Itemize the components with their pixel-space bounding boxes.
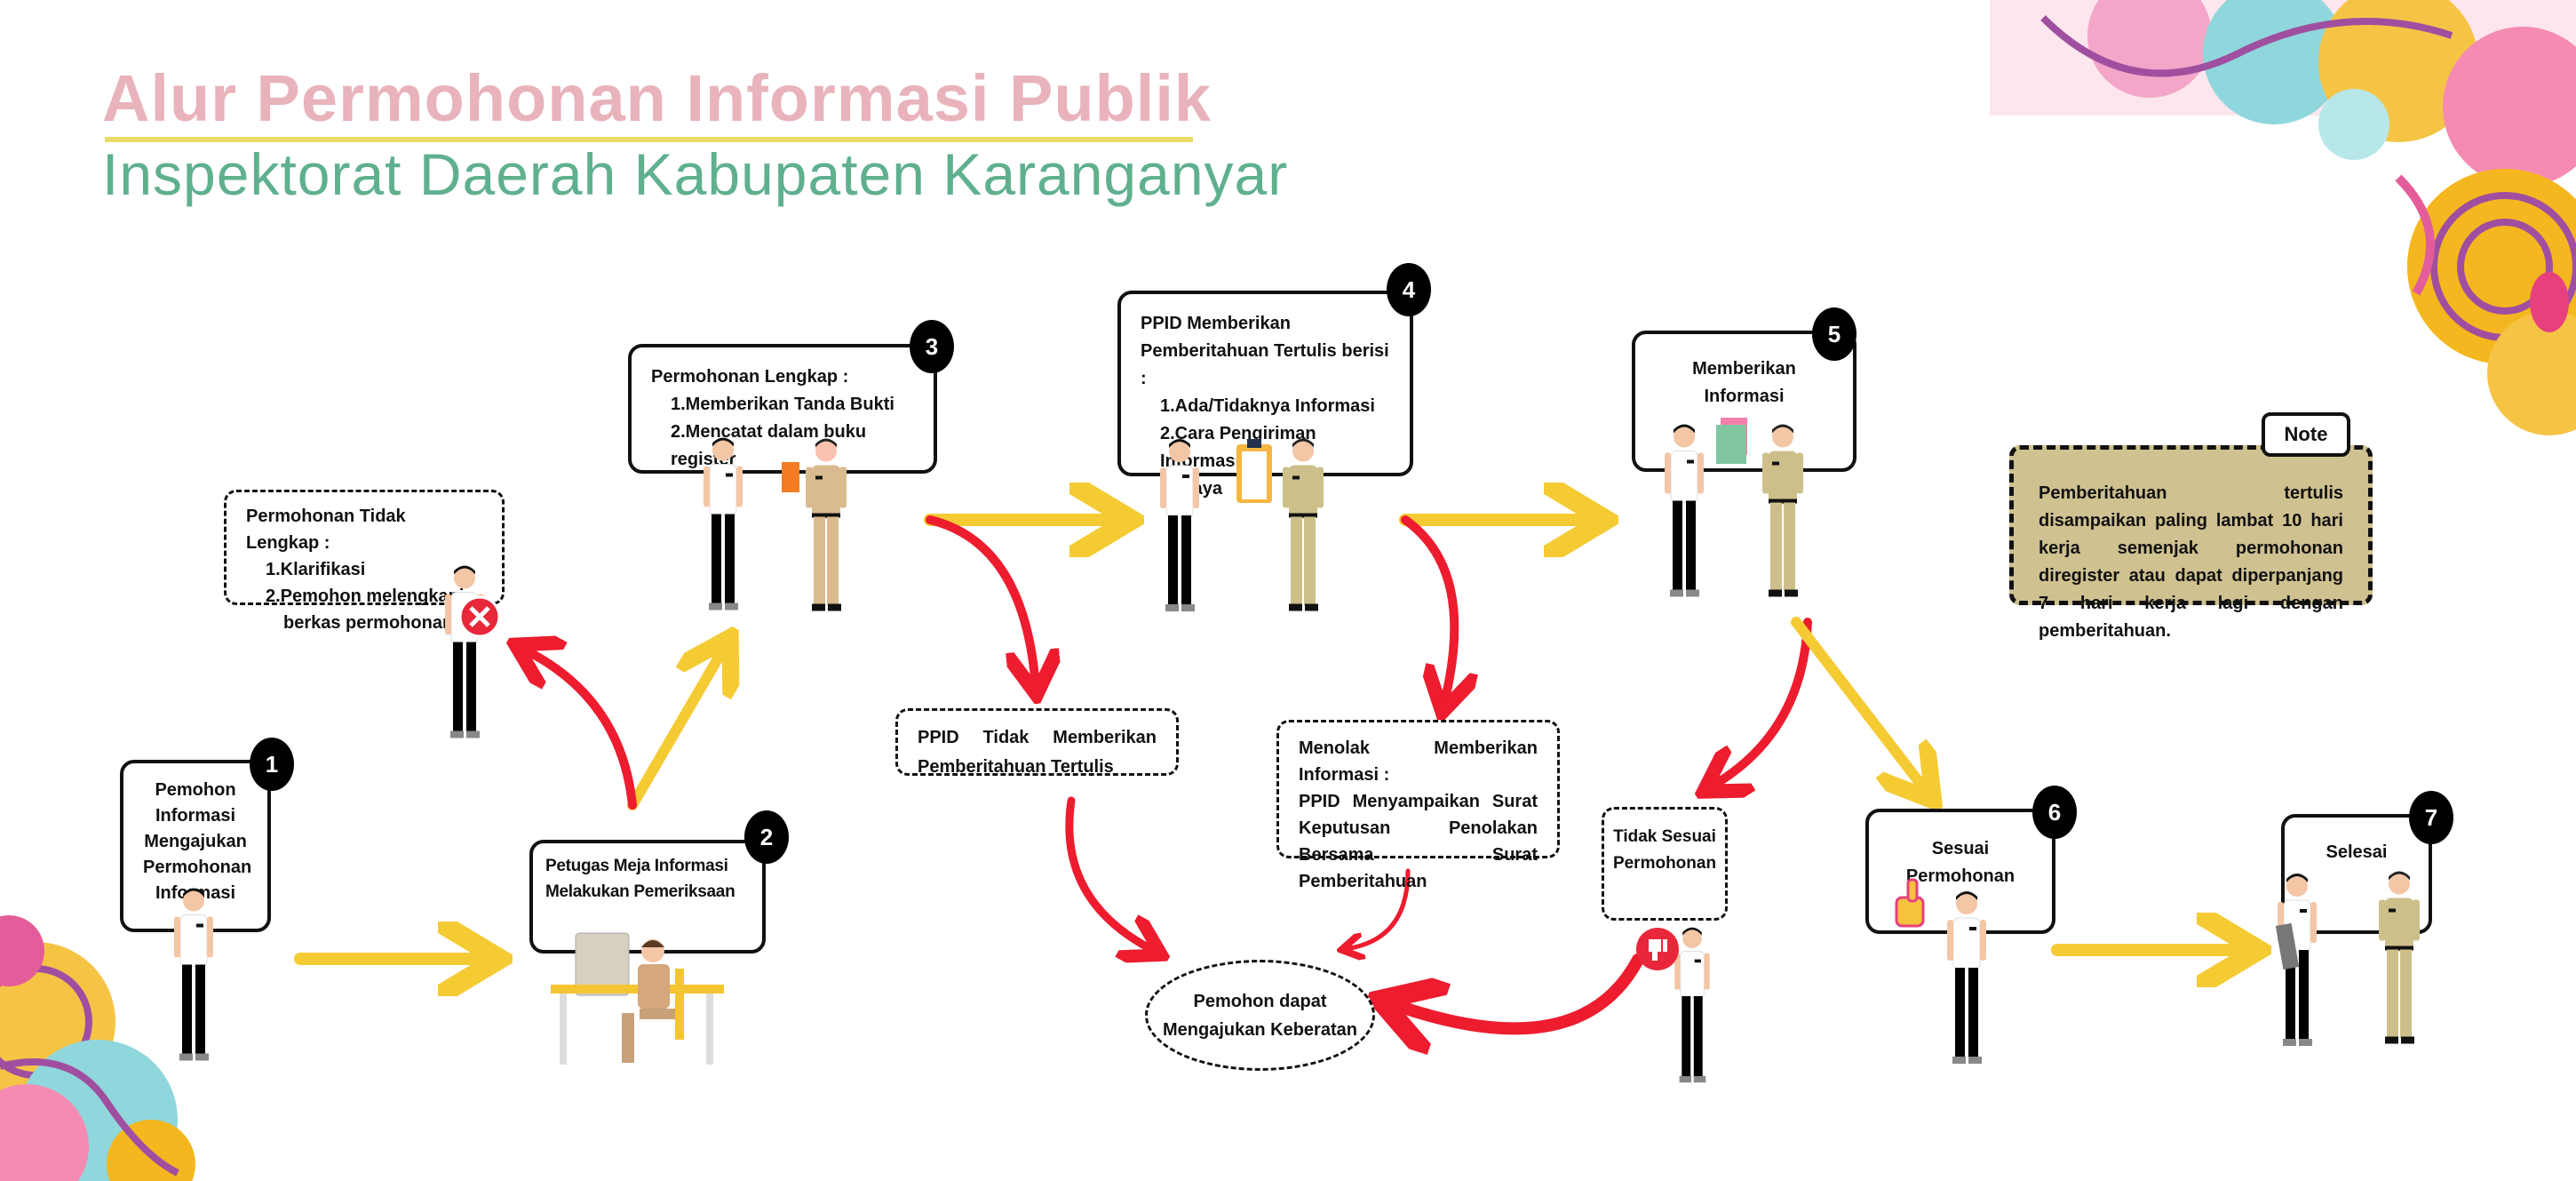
applicant-person-icon <box>444 564 485 739</box>
reject-x-icon <box>458 595 501 638</box>
branch-text: Permohonan <box>1612 854 1717 874</box>
page-title: Alur Permohonan Informasi Publik <box>102 61 1212 135</box>
step-3-badge: 3 <box>910 320 954 373</box>
document-icon <box>782 462 799 492</box>
step-1-badge: 1 <box>250 738 294 791</box>
arrow-5-to-tidak-sesuai <box>1719 618 1812 782</box>
step-text: Pemohon <box>155 780 236 800</box>
step-text: Mengajukan <box>144 832 247 851</box>
arrow-4-to-menolak <box>1401 515 1454 695</box>
step-text: Memberikan <box>1692 359 1796 379</box>
applicant-person-icon <box>173 887 214 1062</box>
top-right-ornament-icon <box>1990 0 2576 435</box>
step-3-box: Permohonan Lengkap : 1.Memberikan Tanda … <box>628 344 937 474</box>
branch-text: Pemohon dapat <box>1193 991 1327 1011</box>
officer-person-icon <box>806 438 847 611</box>
folder-icon <box>1716 418 1747 464</box>
arrow-menolak-to-keberatan <box>1350 868 1411 948</box>
step-title: PPID Memberikan Pemberitahuan Tertulis b… <box>1141 314 1389 388</box>
step-text: Melakukan Pemeriksaan <box>545 882 735 901</box>
officer-person-icon <box>2379 871 2420 1044</box>
branch-text: Tidak Sesuai <box>1613 827 1716 846</box>
tidak-sesuai-box: Tidak Sesuai Permohonan <box>1602 807 1728 921</box>
step-text: Informasi <box>1704 387 1785 406</box>
officer-person-icon <box>1762 424 1803 597</box>
branch-item: 1.Klarifikasi <box>266 560 366 579</box>
note-tab: Note <box>2262 412 2350 457</box>
officer-at-desk-icon <box>551 932 724 1065</box>
branch-text: PPID Menyampaikan Surat Keputusan Penola… <box>1299 792 1538 891</box>
keberatan-ellipse: Pemohon dapat Mengajukan Keberatan <box>1145 960 1375 1071</box>
branch-title: Permohonan Tidak Lengkap : <box>246 507 406 553</box>
applicant-person-icon <box>1946 890 1987 1065</box>
arrow-ppid-tidak-to-keberatan <box>1065 796 1148 947</box>
step-7-badge: 7 <box>2409 791 2453 844</box>
step-item: 1.Memberikan Tanda Bukti <box>671 395 894 414</box>
ppid-tidak-memberikan-box: PPID Tidak Memberikan Pemberitahuan Tert… <box>895 708 1179 777</box>
thumbs-up-icon <box>1895 878 1925 928</box>
arrow-tidak-sesuai-to-keberatan <box>1403 954 1644 1028</box>
applicant-person-icon <box>1664 423 1705 598</box>
step-item: 1.Ada/Tidaknya Informasi <box>1160 396 1375 416</box>
arrow-2-to-tidak-lengkap <box>531 653 637 810</box>
applicant-person-icon <box>1159 438 1200 612</box>
arrow-5-to-6 <box>1791 617 1920 784</box>
step-4-badge: 4 <box>1387 263 1431 316</box>
step-2-box: Petugas Meja Informasi Melakukan Pemerik… <box>529 840 766 954</box>
step-title: Permohonan Lengkap : <box>651 367 849 387</box>
page-subtitle: Inspektorat Daerah Kabupaten Karanganyar <box>102 141 1289 207</box>
step-text: Permohonan <box>143 858 252 877</box>
thumbs-down-icon <box>1636 928 1679 970</box>
bottom-left-ornament-icon <box>0 915 195 1181</box>
step-text: Informasi <box>155 806 236 826</box>
officer-person-icon <box>1283 438 1324 611</box>
note-box: Pemberitahuan tertulis disampaikan palin… <box>2009 445 2373 641</box>
arrow-3-to-ppid-tidak <box>926 515 1035 677</box>
step-5-badge: 5 <box>1812 307 1856 361</box>
menolak-box: Menolak Memberikan Informasi : PPID Meny… <box>1276 720 1560 891</box>
applicant-person-icon <box>703 436 743 611</box>
step-2-badge: 2 <box>744 810 789 864</box>
step-text: Sesuai Permohonan <box>1905 839 2015 886</box>
clipboard-icon <box>1236 439 1272 503</box>
branch-item: 2.Pemohon melengkapi <box>266 587 465 606</box>
step-text: Petugas Meja Informasi <box>545 857 728 875</box>
title-underline <box>105 137 1193 142</box>
applicant-person-icon <box>1674 927 1711 1083</box>
branch-text: Menolak Memberikan Informasi : <box>1299 738 1538 785</box>
step-text: Selesai <box>2326 842 2388 862</box>
arrow-2-to-3 <box>627 656 720 810</box>
step-6-badge: 6 <box>2032 786 2077 839</box>
branch-text: Mengajukan Keberatan <box>1163 1019 1357 1040</box>
branch-item: berkas permohonan <box>283 613 454 633</box>
folder-icon <box>2275 922 2300 970</box>
